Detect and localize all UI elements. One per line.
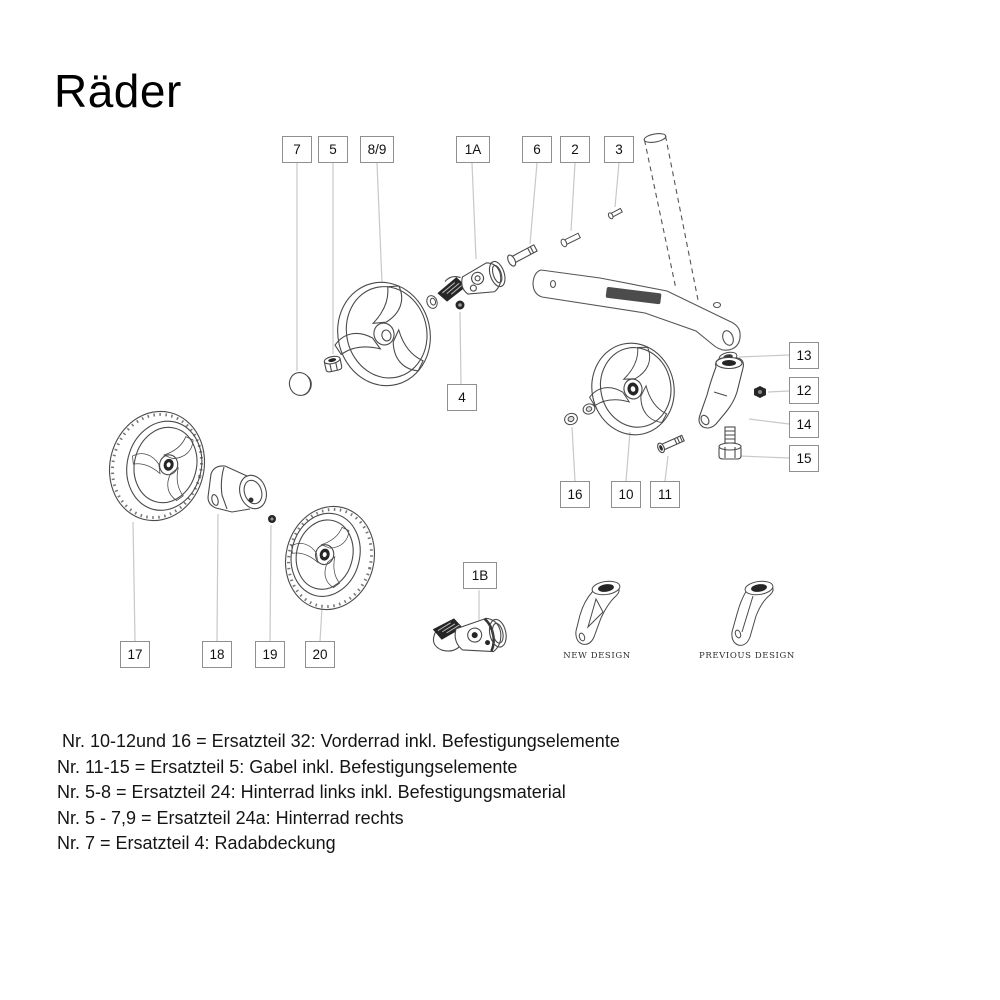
front-wheel-drawing: [587, 342, 675, 436]
page-title: Räder: [54, 65, 182, 117]
callout-7: 7: [282, 136, 312, 163]
callout-12: 12: [789, 377, 819, 404]
callout-13: 13: [789, 342, 819, 369]
callout-20: 20: [305, 641, 335, 668]
frame-logo-smudge: [605, 286, 662, 305]
washers-16-drawing: [564, 403, 596, 426]
callout-2: 2: [560, 136, 590, 163]
bolt-3-drawing: [607, 207, 623, 220]
bolt-15-drawing: [718, 426, 742, 460]
callout-1a: 1A: [456, 136, 490, 163]
wheel-cap-drawing: [288, 372, 312, 396]
legend-line-1: Nr. 10-12und 16 = Ersatzteil 32: Vorderr…: [62, 731, 620, 751]
wheel-17-drawing: [108, 410, 206, 522]
parts-legend: Nr. 10-12und 16 = Ersatzteil 32: Vorderr…: [57, 729, 620, 857]
callout-14: 14: [789, 411, 819, 438]
callout-15: 15: [789, 445, 819, 472]
new-design-label: NEW DESIGN: [563, 651, 631, 661]
wheel-8-9-drawing: [332, 281, 431, 387]
nut-12-drawing: [754, 386, 766, 398]
callout-16: 16: [560, 481, 590, 508]
nut-19-drawing: [268, 515, 276, 523]
bolt-6-drawing: [507, 244, 538, 267]
callout-17: 17: [120, 641, 150, 668]
callout-19: 19: [255, 641, 285, 668]
caster-housing-18-drawing: [207, 465, 267, 513]
axle-assembly-1a-drawing: [437, 260, 506, 302]
legend-line-4: Nr. 5 - 7,9 = Ersatzteil 24a: Hinterrad …: [57, 807, 404, 828]
fork-14-drawing: [698, 356, 744, 429]
callout-10: 10: [611, 481, 641, 508]
callout-11: 11: [650, 481, 680, 508]
wheel-20-drawing: [284, 505, 376, 611]
legend-line-2: Nr. 11-15 = Ersatzteil 5: Gabel inkl. Be…: [57, 756, 518, 777]
previous-design-fork-drawing: [731, 580, 774, 646]
legend-line-3: Nr. 5-8 = Ersatzteil 24: Hinterrad links…: [57, 782, 566, 802]
callout-8-9: 8/9: [360, 136, 394, 163]
axle-assembly-1b-drawing: [432, 617, 507, 653]
leader-lines: [132, 162, 790, 642]
previous-design-label: PREVIOUS DESIGN: [699, 651, 795, 661]
callout-1b: 1B: [463, 562, 497, 589]
callout-4: 4: [447, 384, 477, 411]
nut-4-drawing: [455, 300, 465, 310]
nut-5-drawing: [323, 355, 343, 373]
new-design-fork-drawing: [575, 580, 621, 645]
bolt-2-drawing: [560, 232, 581, 248]
callout-18: 18: [202, 641, 232, 668]
axle-bolt-11-drawing: [657, 434, 685, 454]
callout-6: 6: [522, 136, 552, 163]
callout-5: 5: [318, 136, 348, 163]
legend-line-5: Nr. 7 = Ersatzteil 4: Radabdeckung: [57, 833, 336, 853]
frame-drawing: [532, 133, 741, 351]
callout-3: 3: [604, 136, 634, 163]
washer-drawing: [426, 295, 438, 309]
